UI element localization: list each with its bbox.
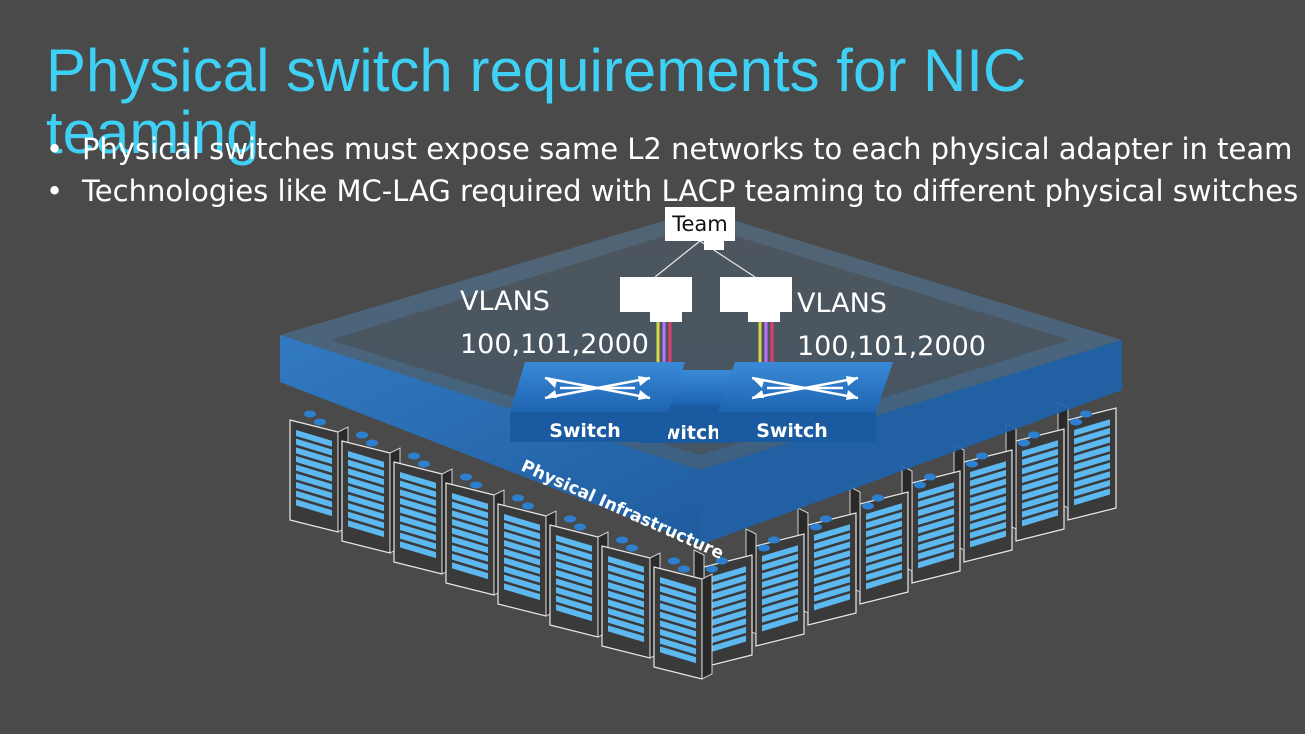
port-icon xyxy=(626,544,638,552)
server-rack xyxy=(653,566,713,680)
port-icon xyxy=(820,515,832,523)
adapter-left xyxy=(620,277,692,322)
port-icon xyxy=(668,557,680,565)
port-icon xyxy=(706,565,718,573)
port-icon xyxy=(924,473,936,481)
port-icon xyxy=(862,502,874,510)
port-icon xyxy=(408,452,420,460)
port-icon xyxy=(678,565,690,573)
server-rack xyxy=(341,440,401,554)
team-label: Team xyxy=(665,207,735,241)
server-rack xyxy=(953,444,1013,563)
port-icon xyxy=(768,536,780,544)
switch-label-right: Switch xyxy=(756,420,828,442)
port-icon xyxy=(1080,410,1092,418)
server-rack xyxy=(1005,423,1065,542)
port-icon xyxy=(1070,418,1082,426)
server-rack xyxy=(497,503,557,617)
switch-label-left: Switch xyxy=(549,420,621,442)
port-icon xyxy=(460,473,472,481)
server-racks xyxy=(289,402,1117,680)
switch-right: Switch xyxy=(718,362,893,442)
vlan-label-left: VLANS 100,101,2000 xyxy=(460,280,649,366)
port-icon xyxy=(914,481,926,489)
adapter-right xyxy=(720,277,792,322)
cable-bundle-left xyxy=(656,322,672,365)
port-icon xyxy=(564,515,576,523)
server-rack xyxy=(745,528,805,647)
switch-left: Switch xyxy=(510,362,685,442)
port-icon xyxy=(314,418,326,426)
server-rack xyxy=(549,524,609,638)
bullet-item: Physical switches must expose same L2 ne… xyxy=(46,128,1298,170)
port-icon xyxy=(522,502,534,510)
server-rack xyxy=(1057,402,1117,521)
server-rack xyxy=(901,465,961,584)
server-rack xyxy=(849,486,909,605)
port-icon xyxy=(304,410,316,418)
port-icon xyxy=(810,523,822,531)
port-icon xyxy=(716,557,728,565)
port-icon xyxy=(574,523,586,531)
port-icon xyxy=(1028,431,1040,439)
port-icon xyxy=(512,494,524,502)
server-rack xyxy=(393,461,453,575)
server-rack xyxy=(445,482,505,596)
port-icon xyxy=(366,439,378,447)
port-icon xyxy=(356,431,368,439)
vlan-right-line1: VLANS xyxy=(797,288,887,319)
port-icon xyxy=(470,481,482,489)
port-icon xyxy=(616,536,628,544)
port-icon xyxy=(418,460,430,468)
cable-bundle-right xyxy=(758,322,774,365)
bullet-item: Technologies like MC-LAG required with L… xyxy=(46,170,1298,212)
team-connector xyxy=(704,238,724,250)
port-icon xyxy=(758,544,770,552)
vlan-right-line2: 100,101,2000 xyxy=(797,331,986,362)
port-icon xyxy=(966,460,978,468)
port-icon xyxy=(872,494,884,502)
port-icon xyxy=(1018,439,1030,447)
vlan-left-line2: 100,101,2000 xyxy=(460,329,649,360)
server-rack xyxy=(601,545,661,659)
server-rack xyxy=(797,507,857,626)
server-rack xyxy=(289,419,349,533)
port-icon xyxy=(976,452,988,460)
bullet-list: Physical switches must expose same L2 ne… xyxy=(46,128,1298,212)
vlan-label-right: VLANS 100,101,2000 xyxy=(797,282,986,368)
vlan-left-line1: VLANS xyxy=(460,286,550,317)
